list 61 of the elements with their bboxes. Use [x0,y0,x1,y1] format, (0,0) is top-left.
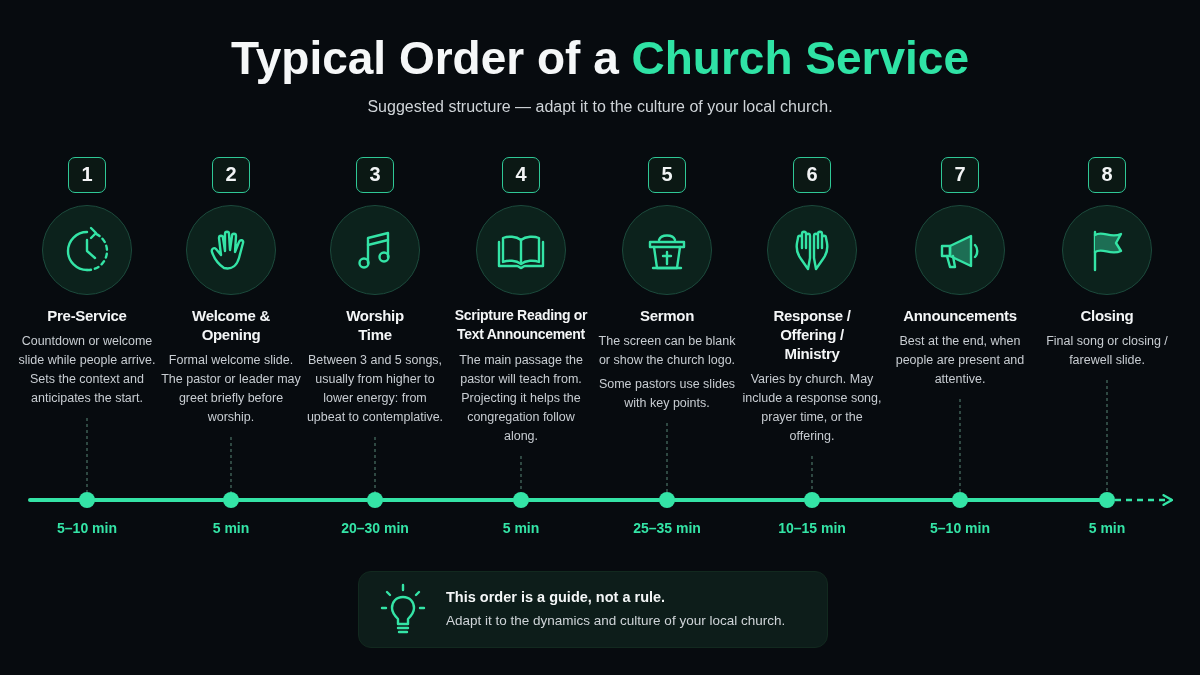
step-title: Closing [1080,306,1134,325]
step-number-badge: 7 [941,157,979,193]
duration-label: 20–30 min [341,519,409,537]
duration-label: 5–10 min [57,519,117,537]
timeline-line [237,498,369,502]
timeline-line [28,498,81,502]
timeline-dot [367,492,383,508]
step-title: Pre-Service [47,306,127,325]
note-heading: This order is a guide, not a rule. [446,588,666,607]
step-description: The screen can be blank or show the church logo. [597,333,737,369]
subtitle: Suggested structure — adapt it to the culture of your local church. [367,97,833,117]
timeline-line [818,498,954,502]
timeline-dot [79,492,95,508]
duration-label: 25–35 min [633,519,701,537]
step-description: The main passage the pastor will teach from. Projecting it helps the congregation follow along. [458,352,584,445]
timeline-line [966,498,1101,502]
timeline-dot [659,492,675,508]
leader-line [959,398,961,493]
step-number-badge: 2 [212,157,250,193]
step-number-badge: 5 [648,157,686,193]
step-description: Final song or closing / farewell slide. [1045,333,1169,369]
step-title: Response / Offering / Ministry [772,306,852,363]
step-description: Some pastors use slides with key points. [597,376,737,412]
step-description: Countdown or welcome slide while people arrive. Sets the context and anticipates the start. [17,333,157,407]
step-description: Varies by church. May include a response song, prayer time, or the offering. [742,371,882,445]
step-title: Sermon [639,306,695,325]
leader-line [374,436,376,493]
step-title: Announcements [903,306,1017,325]
duration-label: 5–10 min [930,519,990,537]
duration-label: 5 min [502,519,540,537]
timeline-dot [804,492,820,508]
leader-line [666,422,668,493]
note-text: Adapt it to the dynamics and culture of your local church. [446,612,786,630]
step-description: Best at the end, when people are present and attentive. [894,333,1026,388]
title: Typical Order of a Church Service [231,31,969,86]
step-description: Between 3 and 5 songs, usually from higher to lower energy: from upbeat to contemplative. [305,352,445,426]
step-title: Welcome & Opening [191,306,271,344]
leader-line [86,417,88,493]
timeline-line [673,498,806,502]
step-description: Formal welcome slide. The pastor or leader may greet briefly before worship. [161,352,301,426]
timeline-line [527,498,661,502]
timeline-arrow [1115,494,1174,506]
duration-label: 5 min [212,519,250,537]
leader-line [1106,379,1108,493]
step-title: Scripture Reading or Text Announcement [453,306,589,344]
timeline-dot [952,492,968,508]
timeline-line [381,498,515,502]
note-panel [358,571,828,648]
timeline-dot [1099,492,1115,508]
step-number-badge: 8 [1088,157,1126,193]
duration-label: 10–15 min [778,519,846,537]
step-number-badge: 6 [793,157,831,193]
step-number-badge: 4 [502,157,540,193]
step-number-badge: 1 [68,157,106,193]
leader-line [230,436,232,493]
timeline-line [93,498,225,502]
timeline-dot [223,492,239,508]
timeline-dot [513,492,529,508]
step-number-badge: 3 [356,157,394,193]
step-title: Worship Time [345,306,405,344]
duration-label: 5 min [1088,519,1126,537]
